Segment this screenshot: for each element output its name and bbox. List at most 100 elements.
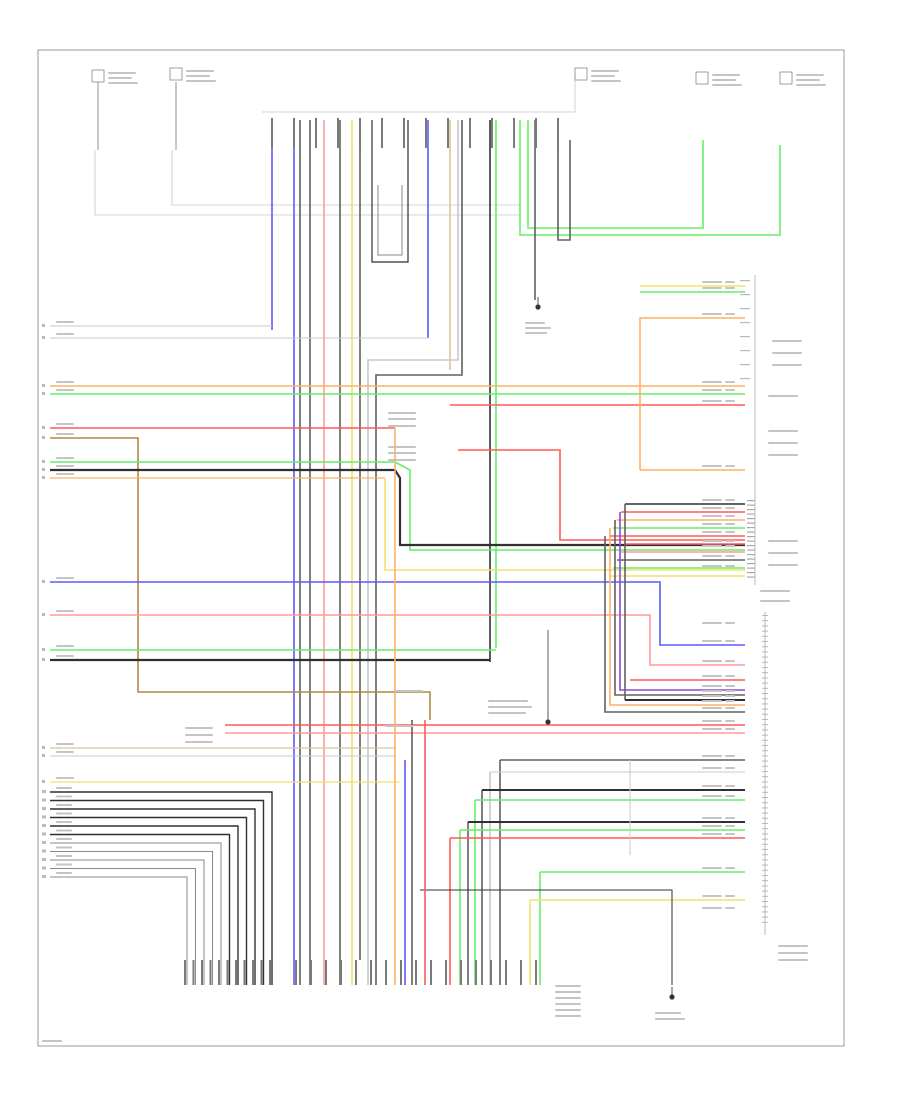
wire-label <box>725 825 735 827</box>
wire-label <box>56 795 72 798</box>
component-box-3 <box>695 71 709 85</box>
component-box-1 <box>169 67 183 81</box>
wire <box>527 120 704 229</box>
component-caption <box>555 1015 581 1017</box>
right-connector-pin <box>747 558 755 560</box>
bottom-connector-pin <box>184 960 186 985</box>
wire-label <box>702 867 722 869</box>
wire-label <box>56 804 72 806</box>
wire-label <box>725 833 735 835</box>
component-caption <box>772 352 802 354</box>
wire-label <box>725 515 735 517</box>
wire-label <box>56 872 72 874</box>
wire-label <box>56 838 72 840</box>
wire <box>557 120 571 241</box>
wire-label <box>702 640 722 642</box>
wire-label <box>702 622 722 624</box>
component-caption <box>555 991 581 993</box>
wire-label <box>725 690 735 692</box>
wire-label <box>725 400 735 402</box>
wire-label <box>56 743 74 745</box>
bottom-connector-pin <box>460 960 462 985</box>
wire-label <box>725 867 735 869</box>
wire <box>609 528 745 706</box>
pin-number <box>42 436 45 439</box>
wire-label <box>56 381 74 383</box>
pin-number <box>42 849 46 853</box>
pin-number <box>42 580 45 583</box>
right-connector-pin <box>747 500 755 502</box>
wire-label <box>702 381 722 383</box>
pin-number <box>42 336 45 339</box>
component-caption <box>108 82 138 84</box>
wire-label <box>702 675 722 677</box>
bottom-connector-pin <box>252 960 254 985</box>
component-caption <box>778 959 808 961</box>
wire <box>50 614 745 666</box>
wire-label <box>725 523 735 525</box>
wire-label <box>702 499 722 501</box>
top-connector-pin <box>425 118 427 148</box>
component-caption <box>385 725 413 727</box>
right-connector-pin <box>740 378 750 380</box>
right-connector-pin <box>747 576 755 578</box>
right-connector-pin <box>747 504 755 506</box>
component-caption <box>778 952 808 954</box>
pin-number <box>42 476 45 479</box>
wire-label <box>725 465 735 467</box>
component-caption <box>108 72 136 74</box>
component-caption <box>555 997 581 999</box>
pin-number <box>42 754 45 757</box>
wire-label <box>702 700 722 702</box>
ground-symbol <box>669 994 675 1000</box>
bottom-connector-pin <box>269 960 271 985</box>
pin-number <box>42 824 46 827</box>
component-caption <box>186 75 210 77</box>
bottom-connector-pin <box>400 960 402 985</box>
wire-label <box>725 767 735 769</box>
pin-number <box>42 780 45 783</box>
wire-label <box>56 829 72 832</box>
wire-label <box>702 755 722 757</box>
wire <box>50 437 431 720</box>
component-caption <box>768 454 798 456</box>
wire-label <box>56 787 72 789</box>
wire-label <box>702 685 722 687</box>
bottom-connector-pin <box>243 960 246 985</box>
bottom-connector-pin <box>415 960 417 985</box>
wire-label <box>56 645 74 647</box>
right-connector-pin <box>740 308 750 310</box>
component-caption <box>388 452 416 454</box>
wire-label <box>702 795 722 797</box>
wire-label <box>725 507 735 509</box>
pin-number <box>42 648 45 651</box>
wire-label <box>725 720 735 722</box>
component-caption <box>796 84 826 86</box>
bottom-connector-pin <box>430 960 432 985</box>
ground-caption <box>525 327 551 329</box>
component-caption <box>185 741 213 743</box>
top-connector-pin <box>359 118 361 148</box>
right-connector-pin <box>747 536 755 538</box>
wire-label <box>702 728 722 730</box>
ground-caption <box>488 712 526 714</box>
wire <box>50 808 256 985</box>
ground-caption <box>655 1018 685 1020</box>
wire <box>50 581 745 646</box>
wire-label <box>702 895 722 897</box>
wire <box>420 889 673 985</box>
wire-label <box>725 728 735 730</box>
bottom-connector-pin <box>218 960 220 985</box>
pin-number <box>42 460 45 463</box>
wire-label <box>725 287 735 289</box>
bottom-connector-pin <box>295 960 297 985</box>
bottom-connector-pin <box>445 960 447 985</box>
wire-label <box>725 555 735 557</box>
wire-label <box>56 777 74 779</box>
component-caption <box>768 442 798 444</box>
wire-label <box>702 507 722 509</box>
component-caption <box>395 690 423 692</box>
wire-label <box>56 457 74 459</box>
wire-label <box>725 381 735 383</box>
ground-symbol <box>545 719 551 725</box>
